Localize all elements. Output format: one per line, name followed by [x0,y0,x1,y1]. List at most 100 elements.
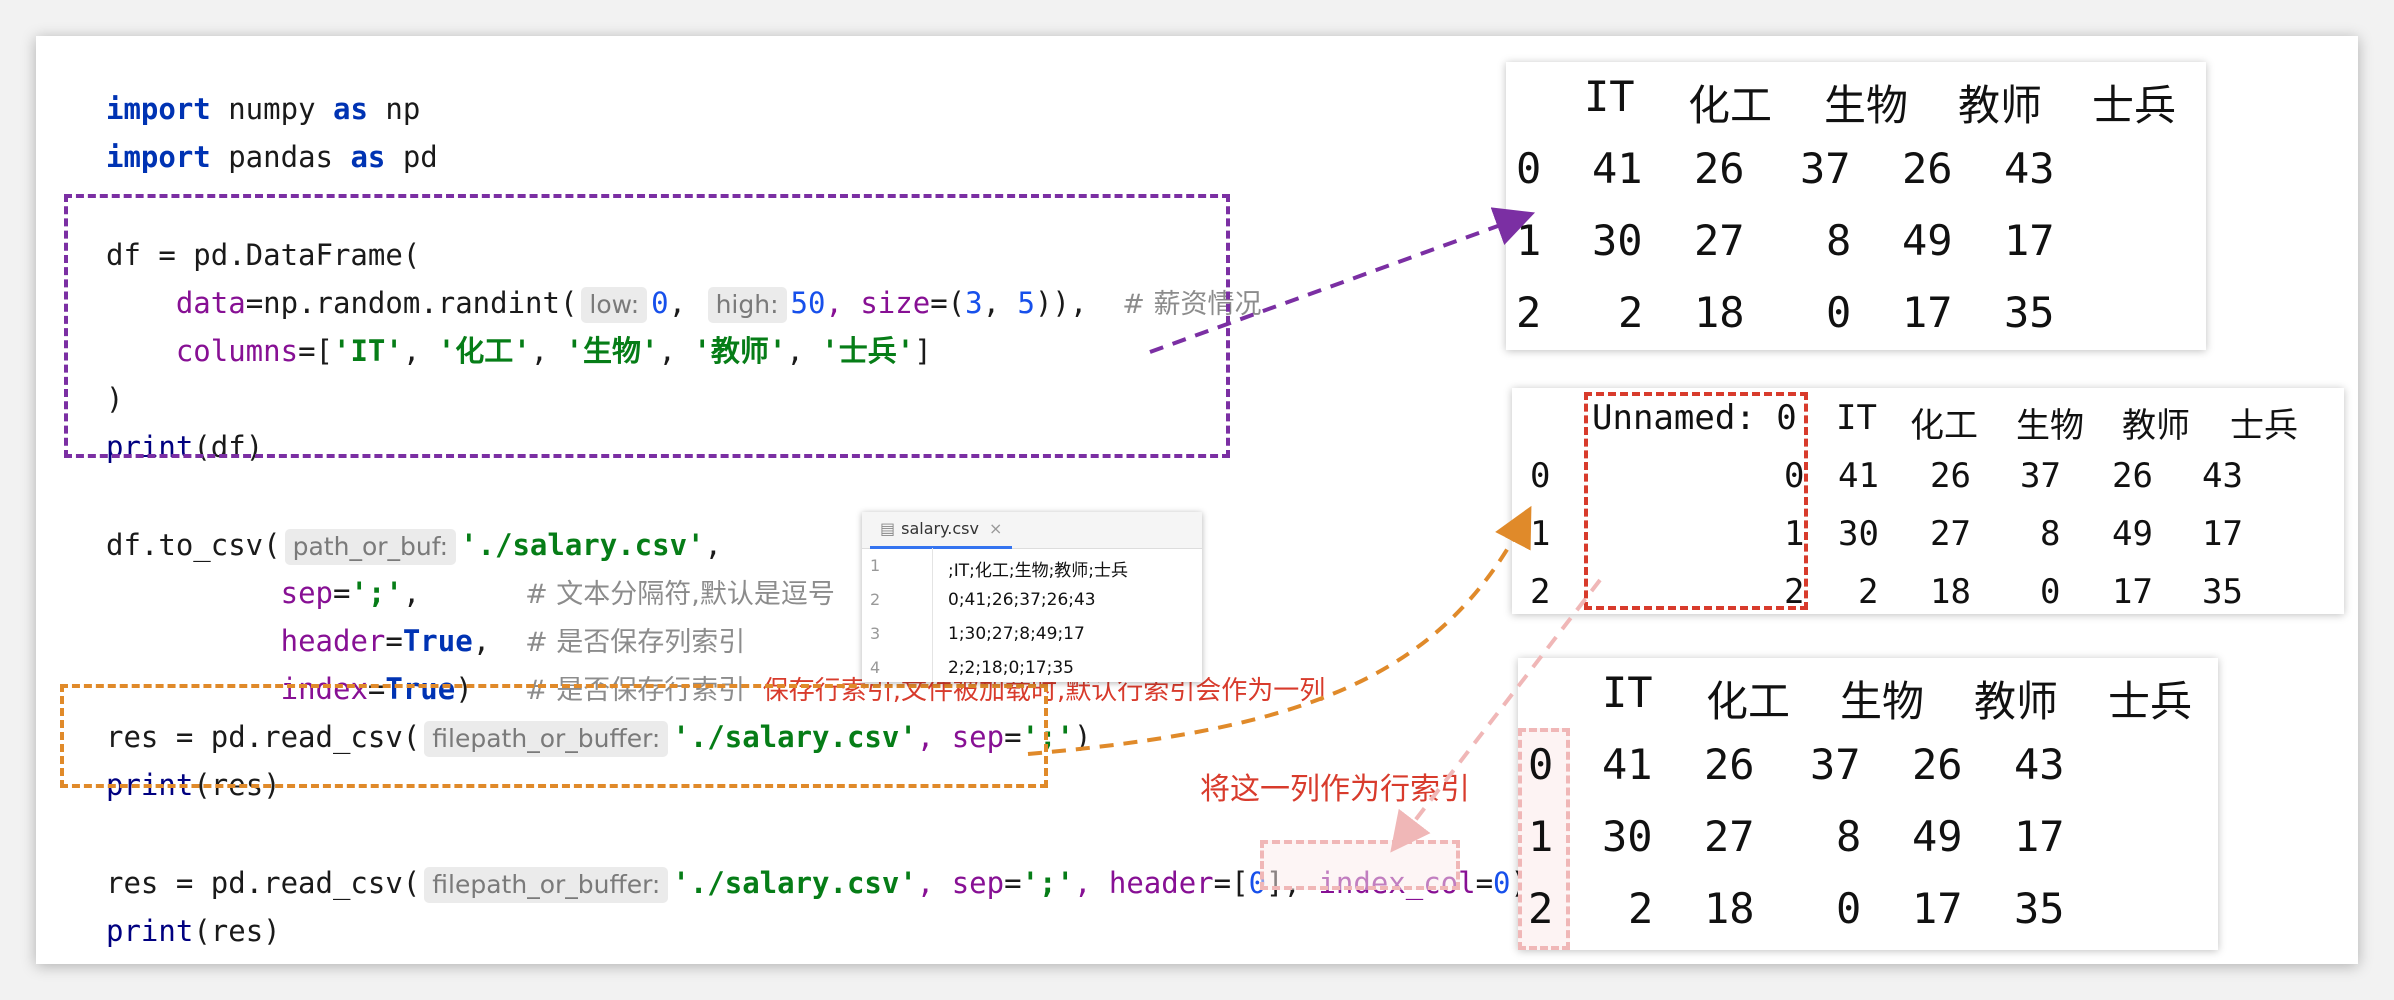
table-cell: 27 [1704,812,1755,861]
table-cell: 8 [1836,812,1862,861]
column-header: 化工 [1688,81,1773,130]
indent [106,624,281,658]
table-cell: 41 [1592,144,1643,193]
builtin-print: print [106,430,194,464]
string: './salary.csv' [672,866,917,900]
column-header: IT [1584,72,1635,121]
code-text: (df) [193,430,264,464]
row-index: 0 [1528,740,1554,789]
table-cell: 18 [1694,288,1745,337]
table-cell: 0 [1826,288,1852,337]
param-hint-filepath: filepath_or_buffer: [424,721,669,757]
param-sep: , sep [916,866,1005,900]
output-panel-index-col: IT 化工 生物 教师 士兵 0 41 26 37 26 43 1 30 27 … [1518,658,2218,950]
column-header: 生物 [2016,406,2084,446]
number: 0 [651,286,669,320]
column-header: 士兵 [2108,677,2193,726]
table-cell: 1 [1784,514,1805,554]
highlight-box-dataframe [64,194,1230,458]
csv-tab-bar: ▤salary.csv× [862,512,1202,549]
table-cell: 17 [1902,288,1953,337]
table-cell: 37 [1800,144,1851,193]
table-cell: 30 [1838,514,1879,554]
code-line-8: df.to_csv(path_or_buf:'./salary.csv', [106,522,722,568]
table-cell: 18 [1930,572,1971,612]
line-number: 4 [870,658,881,677]
table-cell: 17 [1912,884,1963,933]
code-line-1: import numpy as np [106,86,420,132]
row-index: 0 [1516,144,1542,193]
table-cell: 26 [1930,456,1971,496]
indent [106,576,281,610]
string: './salary.csv' [460,528,705,562]
column-header: 生物 [1840,677,1925,726]
highlight-box-unnamed-column [1584,392,1808,610]
string: 'IT' [332,334,403,368]
string: './salary.csv' [672,720,917,754]
table-cell: 0 [1784,456,1805,496]
table-cell: 17 [2004,216,2055,265]
column-header: 生物 [1824,81,1909,130]
table-cell: 27 [1930,514,1971,554]
boolean: True [385,672,456,706]
code-text: ] [914,334,932,368]
comma: , [786,334,822,368]
number: 50 [790,286,826,320]
table-cell: 26 [1912,740,1963,789]
row-index: 1 [1530,514,1551,554]
table-cell: 0 [2040,572,2061,612]
number: 0 [1493,866,1511,900]
table-cell: 8 [1826,216,1852,265]
csv-line: 0;41;26;37;26;43 [948,590,1096,610]
param-hint-path: path_or_buf: [284,529,457,565]
param-hint-low: low: [581,287,648,323]
table-cell: 0 [1836,884,1862,933]
tab-salary-csv[interactable]: ▤salary.csv× [870,512,1013,549]
code-text: , [472,624,526,658]
csv-line: 2;2;18;0;17;35 [948,658,1074,678]
row-index: 2 [1516,288,1542,337]
comma: , [530,334,566,368]
code-text: ) [455,672,526,706]
column-header: 士兵 [2092,81,2177,130]
comment: # 是否保存列索引 [525,627,746,658]
keyword: as [332,92,368,126]
code-text: )), [1034,286,1123,320]
param-index: index [280,672,368,706]
file-icon: ▤ [880,519,896,538]
comma: , [658,334,694,368]
code-line-7: print(df) [106,424,263,470]
table-cell: 35 [2202,572,2243,612]
line-number: 3 [870,624,881,643]
csv-line: 1;30;27;8;49;17 [948,624,1085,644]
table-cell: 35 [2004,288,2055,337]
code-line-6: ) [106,382,124,416]
table-cell: 49 [1902,216,1953,265]
param-size: , size [825,286,931,320]
code-text: , [704,528,722,562]
code-text: =[ [1213,866,1249,900]
string: '士兵' [821,334,915,368]
keyword: as [350,140,386,174]
code-text: df.to_csv( [106,528,281,562]
row-index: 2 [1530,572,1551,612]
table-cell: 41 [1838,456,1879,496]
builtin-print: print [106,914,194,948]
close-icon[interactable]: × [988,519,1003,538]
module-name: pandas [210,140,351,174]
column-header: 士兵 [2230,406,2298,446]
highlight-box-index-col [1260,840,1460,890]
param-sep: sep [280,576,333,610]
screenshot-canvas: import numpy as np import pandas as pd d… [36,36,2358,964]
code-text: res = pd.read_csv( [106,866,421,900]
table-cell: 37 [1810,740,1861,789]
table-cell: 37 [2020,456,2061,496]
gutter-divider [932,548,933,682]
code-line-5: columns=['IT', '化工', '生物', '教师', '士兵'] [106,328,932,374]
param-columns: columns [175,334,299,368]
code-line-9: sep=';', # 文本分隔符,默认是逗号 [106,570,835,616]
column-header: 教师 [1958,81,2043,130]
table-cell: 2 [1618,288,1644,337]
module-name: numpy [210,92,333,126]
table-cell: 26 [1902,144,1953,193]
